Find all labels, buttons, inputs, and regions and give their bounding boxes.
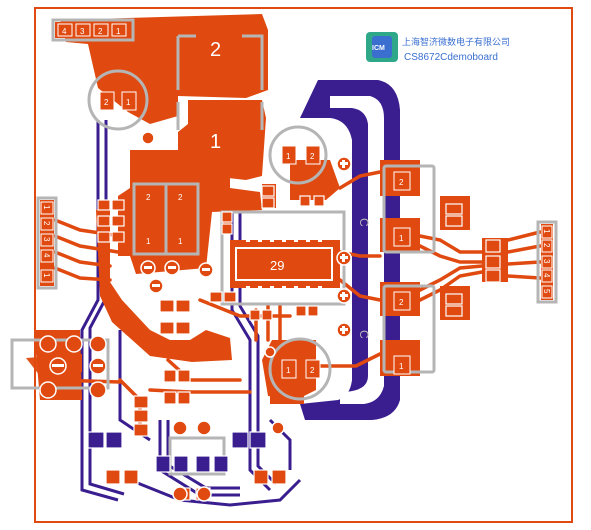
board-outline bbox=[34, 7, 573, 523]
header-left-pin: 2 bbox=[42, 221, 51, 226]
model-text: CS8672Cdemoboard bbox=[404, 52, 498, 63]
header-top-pin-label: 2 bbox=[98, 27, 103, 36]
side-label-bottom: C bbox=[357, 330, 371, 339]
ecap-mid-top: 1 2 bbox=[281, 145, 321, 165]
out-choke-top-pin: 1 bbox=[399, 234, 404, 243]
header-left-pin: 1 bbox=[42, 273, 51, 278]
side-label-top: C bbox=[357, 218, 371, 227]
header-left-pin: 3 bbox=[42, 237, 51, 242]
ecap-left: 2 1 bbox=[99, 91, 137, 111]
smd-pads bbox=[97, 185, 501, 501]
company-name-text: 上海智济微数电子有限公司 bbox=[402, 36, 510, 47]
header-right-pin: 5 bbox=[542, 289, 551, 294]
header-left: 1 2 3 4 1 bbox=[40, 200, 54, 286]
inductor-a-pin: 2 bbox=[146, 193, 151, 202]
out-choke-top: 2 1 bbox=[393, 171, 411, 247]
header-right-pin: 4 bbox=[542, 273, 551, 278]
ecap-left-pin: 1 bbox=[126, 98, 131, 107]
header-right-pin: 1 bbox=[542, 229, 551, 234]
header-top-pin-label: 3 bbox=[80, 27, 85, 36]
out-choke-top-pin: 2 bbox=[399, 178, 404, 187]
chip-label: 29 bbox=[270, 258, 284, 273]
ecap-mid-bottom-pin: 2 bbox=[310, 366, 315, 375]
out-choke-bottom-pin: 2 bbox=[399, 298, 404, 307]
silkscreen-layer bbox=[10, 18, 558, 476]
logo-text: ICM bbox=[372, 45, 385, 52]
header-top-pin-label: 4 bbox=[62, 27, 67, 36]
header-right-pin: 2 bbox=[542, 243, 551, 248]
ecap-left-pin: 2 bbox=[104, 98, 109, 107]
header-top-pins: 4 3 2 1 bbox=[57, 23, 127, 37]
inductor-b: 2 1 bbox=[178, 193, 183, 246]
header-right-pin: 3 bbox=[542, 259, 551, 264]
ecap-mid-bottom: 1 2 bbox=[281, 359, 321, 379]
header-left-pin: 4 bbox=[42, 253, 51, 258]
round-pad-marks bbox=[52, 160, 348, 367]
inductor-a-pin: 1 bbox=[146, 237, 151, 246]
inductor-a: 2 1 bbox=[146, 193, 151, 246]
out-choke-bottom-pin: 1 bbox=[399, 362, 404, 371]
inductor-b-pin: 1 bbox=[178, 237, 183, 246]
header-top: 4 3 2 1 bbox=[55, 22, 131, 38]
header-top-pin-label: 1 bbox=[116, 27, 121, 36]
bottom-smd-pads bbox=[87, 431, 267, 473]
header-right: 1 2 3 4 5 bbox=[541, 224, 553, 300]
out-choke-bottom: 2 1 bbox=[393, 291, 411, 375]
chip-u1: 29 bbox=[235, 226, 333, 302]
company-logo: ICM bbox=[366, 32, 398, 62]
inductor-b-pin: 2 bbox=[178, 193, 183, 202]
cap-large-a-label: 2 bbox=[210, 39, 221, 61]
ecap-mid-top-pin: 1 bbox=[286, 152, 291, 161]
ecap-mid-top-pin: 2 bbox=[310, 152, 315, 161]
cap-large-b-label: 1 bbox=[210, 131, 221, 153]
header-left-pin: 1 bbox=[42, 205, 51, 210]
ecap-mid-bottom-pin: 1 bbox=[286, 366, 291, 375]
